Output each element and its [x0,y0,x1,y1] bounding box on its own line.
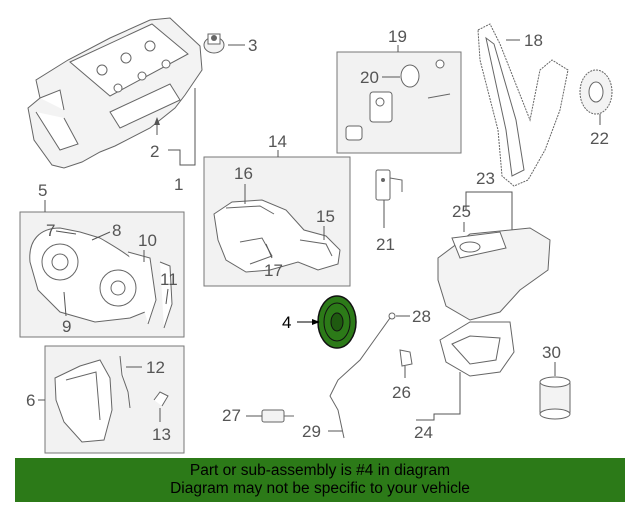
callout-17: 17 [264,261,283,280]
callout-28: 28 [412,307,431,326]
leader-17 [265,243,273,259]
dipstick-drawing [329,312,396,439]
crankshaft-pulley-highlighted[interactable] [317,295,357,349]
valve-cover-drawing [27,17,203,169]
callout-30: 30 [542,343,561,362]
leader-7 [55,230,77,235]
callout-27: 27 [222,406,241,425]
leader-9 [63,291,67,317]
callout-3: 3 [248,36,257,55]
banner-line-2: Diagram may not be specific to your vehi… [170,480,470,497]
callout-4: 4 [282,313,291,332]
callout-5: 5 [38,181,47,200]
callout-29: 29 [302,422,321,441]
info-banner: Part or sub-assembly is #4 in diagram Di… [15,458,625,502]
sprocket-drawing [579,69,613,115]
callout-24: 24 [414,423,433,442]
callout-9: 9 [62,317,71,336]
oil-pan-drawing [437,227,551,377]
callout-10: 10 [138,231,157,250]
callout-18: 18 [524,31,543,50]
leader-24 [416,372,461,421]
parts-diagram: 2 1 3 5 7 8 10 11 9 6 12 13 14 [19,17,613,454]
callout-1: 1 [174,175,183,194]
callout-23: 23 [476,169,495,188]
leader-23 [465,191,513,232]
callout-22: 22 [590,129,609,148]
callout-14: 14 [268,132,287,151]
tensioner-drawing [345,59,451,141]
banner-line-1: Part or sub-assembly is #4 in diagram [189,462,451,479]
callout-7: 7 [46,221,55,240]
callout-2: 2 [150,142,159,161]
lower-cover-drawing [54,355,169,443]
rear-cover-drawing [213,199,341,273]
leader-1 [168,88,196,166]
part-27-drawing [261,409,294,423]
callout-21: 21 [376,235,395,254]
sensor-bracket-drawing [375,169,403,201]
callout-12: 12 [146,358,165,377]
callout-15: 15 [316,207,335,226]
leader-8 [91,231,111,241]
callout-19: 19 [388,27,407,46]
callout-13: 13 [152,425,171,444]
drain-plug-drawing [399,349,413,367]
oil-filter-drawing [539,376,571,420]
callout-25: 25 [452,202,471,221]
timing-cover-drawing [29,227,173,329]
callout-20: 20 [360,68,379,87]
timing-belt-drawing [477,23,569,187]
leader-11 [165,288,169,305]
callout-26: 26 [392,383,411,402]
callout-8: 8 [112,221,121,240]
oil-cap-drawing [203,33,225,54]
callout-16: 16 [234,164,253,183]
callout-11: 11 [160,270,178,289]
callout-6: 6 [26,391,35,410]
